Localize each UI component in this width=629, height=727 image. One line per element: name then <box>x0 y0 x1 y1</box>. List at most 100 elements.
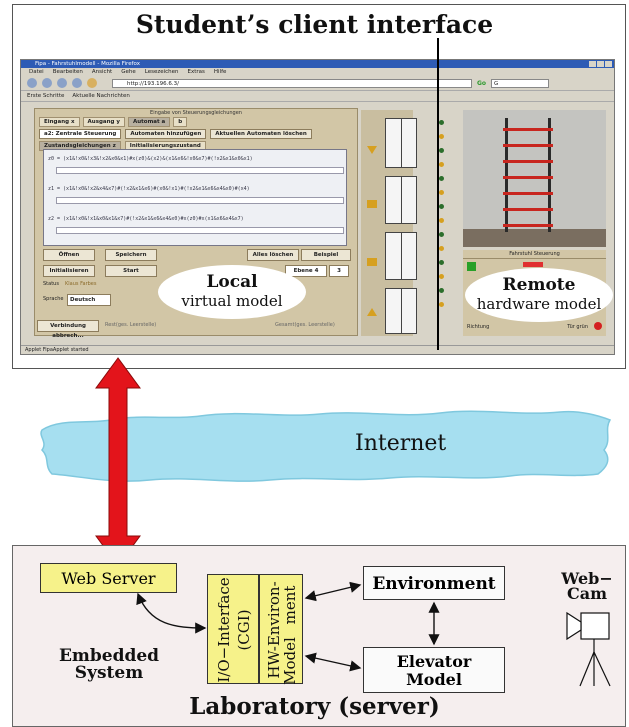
elevator-shaft-floor-2 <box>385 176 417 224</box>
menu-bar: Datei Bearbeiten Ansicht Gehe Lesezeiche… <box>21 68 614 76</box>
close-icon[interactable] <box>605 61 612 67</box>
webcam-icon <box>566 611 611 687</box>
speed-select[interactable]: Ebene 4 <box>285 265 327 277</box>
io-interface-box: I/O−Interface (CGI) <box>207 574 259 684</box>
start-button[interactable]: Start <box>105 265 157 277</box>
forward-icon[interactable] <box>42 78 52 88</box>
menu-item-tools[interactable]: Extras <box>187 69 205 75</box>
clear-all-button[interactable]: Alles löschen <box>247 249 299 261</box>
browser-titlebar: Fipa - Fahrstuhlmodell - Mozilla Firefox <box>21 60 614 68</box>
equation-z2[interactable]: z2 = (x1&!x0&!x1&x0&x1&x7)#(!x2&x1&x6&x4… <box>48 216 244 222</box>
window-title: Fipa - Fahrstuhlmodell - Mozilla Firefox <box>35 61 140 67</box>
open-button[interactable]: Öffnen <box>43 249 95 261</box>
search-input[interactable]: G <box>491 78 550 88</box>
local-remote-divider <box>437 38 439 350</box>
editor-header: Eingabe von Steuerungsgleichungen <box>150 110 242 116</box>
footer-right-text: Gesamt(ges. Leerstelle) <box>275 322 335 328</box>
remote-panel-title: Fahrstuhl Steuerung <box>463 250 606 259</box>
system-word: System <box>74 663 144 683</box>
webserver-io-link <box>136 592 207 634</box>
hwenv-environment-link <box>304 581 362 602</box>
remote-subtitle: hardware model <box>476 295 602 313</box>
hw-environment-box: HW-Environ- ment Model <box>259 574 303 685</box>
internet-label: Internet <box>355 431 447 456</box>
internet-cloud <box>40 410 612 482</box>
menu-item-edit[interactable]: Bearbeiten <box>52 69 83 75</box>
example-button[interactable]: Beispiel <box>301 249 351 261</box>
remote-model-label: Remote hardware model <box>465 268 613 322</box>
embedded-system-label: Embedded System <box>54 648 164 682</box>
footer-left-text: Rest(ges. Leerstelle) <box>105 322 157 328</box>
model-label: Model <box>406 670 462 689</box>
green-indicator <box>467 262 476 271</box>
back-icon[interactable] <box>27 78 37 88</box>
equation-list[interactable]: z0 = (x1&!x0&!x3&!x2&x0&x1)#x(z0)&(x2)&(… <box>43 149 347 246</box>
url-input[interactable]: http://193.196.6.3/ <box>112 78 472 88</box>
disconnect-button[interactable]: Verbindung abbrech... <box>37 320 99 339</box>
menu-item-view[interactable]: Ansicht <box>91 69 113 75</box>
menu-item-file[interactable]: Datei <box>29 69 44 75</box>
nav-toolbar: http://193.196.6.3/ Go G <box>21 76 614 91</box>
elevator-shaft-floor-1 <box>385 232 417 280</box>
elevator-hardware-model-image <box>503 118 553 232</box>
cam-word: Cam <box>566 584 608 603</box>
equation-scrollbar[interactable] <box>56 167 344 174</box>
menu-item-bookmarks[interactable]: Lesezeichen <box>144 69 179 75</box>
up-down-arrow-icon[interactable] <box>367 200 377 208</box>
up-down-arrow-icon[interactable] <box>367 258 377 266</box>
tab-input-x[interactable]: Eingang x <box>39 117 80 127</box>
equation-z0[interactable]: z0 = (x1&!x0&!x3&!x2&x0&x1)#x(z0)&(x2)&(… <box>48 156 253 162</box>
tab-b[interactable]: b <box>173 117 188 127</box>
local-title: Local <box>206 272 258 292</box>
controller-select[interactable]: a2: Zentrale Steuerung <box>39 129 122 139</box>
menu-item-go[interactable]: Gehe <box>121 69 136 75</box>
elevator-shaft-floor-0 <box>385 288 417 334</box>
elevator-model-box: Elevator Model <box>363 647 505 693</box>
led-indicator-strip <box>439 120 445 330</box>
webcam-view <box>463 110 606 247</box>
equation-scrollbar[interactable] <box>56 227 344 234</box>
status-value: Klaus Farbes <box>65 281 97 287</box>
go-button[interactable]: Go <box>477 79 487 87</box>
down-arrow-icon[interactable] <box>367 146 377 154</box>
stop-icon[interactable] <box>72 78 82 88</box>
direction-label: Richtung <box>467 324 490 330</box>
speed-number[interactable]: 3 <box>329 265 349 277</box>
reload-icon[interactable] <box>57 78 67 88</box>
elevator-shaft-floor-3 <box>385 118 417 168</box>
equation-scrollbar[interactable] <box>56 197 344 204</box>
language-label: Sprache <box>43 296 64 302</box>
webcam-label: Web− Cam <box>557 569 617 603</box>
language-select[interactable]: Deutsch <box>67 294 111 306</box>
initialize-button[interactable]: Initialisieren <box>43 265 95 277</box>
menu-item-help[interactable]: Hilfe <box>213 69 227 75</box>
elevator-call-panel <box>361 110 417 336</box>
local-model-label: Local virtual model <box>158 265 306 319</box>
maximize-icon[interactable] <box>597 61 604 67</box>
bookmark-first-steps[interactable]: Erste Schritte <box>27 93 65 99</box>
local-subtitle: virtual model <box>181 292 283 310</box>
elevator-label: Elevator <box>396 652 472 671</box>
client-panel-title: Student’s client interface <box>135 10 494 39</box>
door-status-icon <box>594 322 602 330</box>
bookmarks-bar: Erste Schritte Aktuelle Nachrichten <box>21 91 614 102</box>
home-icon[interactable] <box>87 78 97 88</box>
bookmark-news[interactable]: Aktuelle Nachrichten <box>72 93 130 99</box>
delete-automaton-button[interactable]: Aktuellen Automaten löschen <box>210 129 312 139</box>
web-server-box: Web Server <box>40 563 177 593</box>
minimize-icon[interactable] <box>589 61 596 67</box>
tab-output-y[interactable]: Ausgang y <box>82 117 125 127</box>
tab-automaton-a[interactable]: Automat a <box>127 117 171 127</box>
remote-title: Remote <box>502 275 576 295</box>
save-button[interactable]: Speichern <box>105 249 157 261</box>
up-arrow-icon[interactable] <box>367 308 377 316</box>
equation-z1[interactable]: z1 = (x1&!x0&!x2&x4&x7)#(!x2&x1&x6)#(x0&… <box>48 186 250 192</box>
environment-box: Environment <box>363 566 505 600</box>
add-automaton-button[interactable]: Automaten hinzufügen <box>125 129 207 139</box>
hwenv-elevator-link <box>304 652 362 672</box>
web-word: Web− <box>561 569 613 588</box>
door-label: Tür grün <box>567 324 588 330</box>
status-label: Status <box>43 281 59 287</box>
red-indicator <box>523 262 543 267</box>
